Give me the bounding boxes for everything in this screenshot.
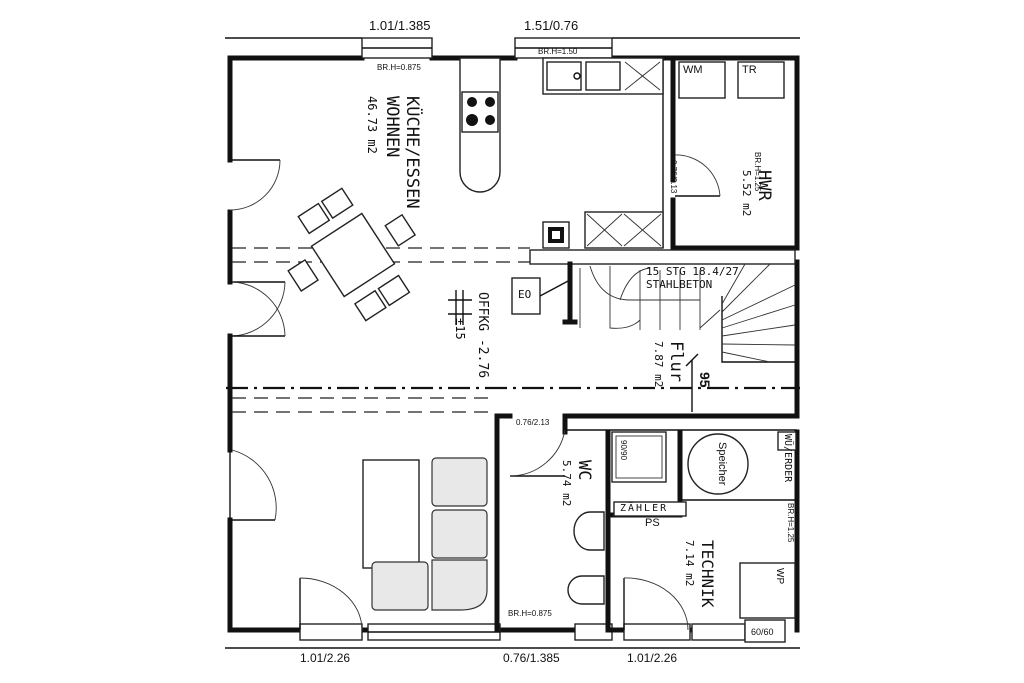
- room-kitchen-area: 46.73 m2: [365, 96, 379, 154]
- floor-level-marker: [448, 290, 472, 325]
- room-wc-name: WC: [574, 460, 594, 481]
- room-technik: TECHNIK 7.14 m2: [680, 540, 717, 608]
- sill-living-top: BR.H=0.875: [377, 63, 421, 72]
- room-technik-area: 7.14 m2: [683, 540, 696, 587]
- reference-lines: [226, 247, 800, 413]
- sill-wc-bottom: BR.H=0.875: [508, 609, 552, 618]
- dryer-label: TR: [742, 64, 757, 76]
- sill-technik-right: BR.H=1.25: [786, 503, 795, 543]
- dim-bottom-window-left: 1.01/2.26: [300, 651, 351, 665]
- room-kitchen-name-2: WOHNEN: [382, 96, 402, 158]
- room-flur: Flur 7.87 m2: [649, 341, 686, 388]
- hwr-appliances: [678, 61, 785, 99]
- storage-tank-label: Speicher: [716, 442, 728, 486]
- stairs-label-1: 15 STG 18.4/27: [646, 265, 739, 278]
- dim-bottom-window-middle: 0.76/1.385: [503, 651, 560, 665]
- floor-level-label: OFFKG -2.76: [475, 292, 490, 379]
- door-swings: [229, 154, 721, 631]
- wc-fixtures: [567, 431, 687, 605]
- room-wc: WC 5.74 m2: [557, 460, 594, 507]
- dining-set: [287, 187, 417, 322]
- room-hwr-area: 5.52 m2: [740, 170, 753, 217]
- room-kitchen-name-1: KÜCHE/ESSEN: [402, 96, 422, 209]
- room-wc-area: 5.74 m2: [560, 460, 573, 507]
- floor-marker-label: ±15: [453, 318, 467, 340]
- room-technik-name: TECHNIK: [698, 540, 717, 608]
- ground-probe-label: WÜ/ERDER: [782, 434, 793, 483]
- stove-label: EO: [518, 288, 532, 301]
- meter-label: ZÄHLER: [620, 503, 669, 514]
- dim-bottom-window-right: 1.01/2.26: [627, 651, 678, 665]
- stove-box: [511, 277, 571, 315]
- ps-label: PS: [645, 517, 660, 529]
- stair-dim-label: 95: [697, 372, 713, 388]
- stairs-label: 15 STG 18.4/27 STAHLBETON: [646, 265, 739, 291]
- stairs-label-2: STAHLBETON: [646, 278, 713, 291]
- room-kitchen: KÜCHE/ESSEN WOHNEN 46.73 m2: [362, 96, 422, 209]
- room-hwr-name: HWR: [754, 170, 774, 201]
- dim-top-window-left: 1.01/1.385: [369, 18, 431, 33]
- shower-label: 90/90: [619, 440, 628, 461]
- kitchen-island: [459, 57, 501, 193]
- heat-pump-label: WP: [774, 568, 785, 585]
- room-flur-area: 7.87 m2: [652, 341, 665, 388]
- room-hwr: HWR 5.52 m2: [737, 170, 774, 217]
- kitchen-counter: [542, 57, 664, 249]
- room-flur-name: Flur: [666, 341, 686, 382]
- windows: [299, 37, 786, 643]
- chimney: [542, 221, 570, 249]
- dim-top-window-right: 1.51/0.76: [524, 18, 579, 33]
- staircase: [579, 263, 796, 363]
- washer-label: WM: [683, 64, 703, 76]
- door-hwr-label: 0.76/2.13: [669, 160, 678, 194]
- shaft-label: 60/60: [751, 627, 774, 637]
- technik-equipment: [687, 431, 797, 619]
- sofa: [362, 457, 488, 611]
- sill-kitchen-top: BR.H=1.50: [538, 47, 578, 56]
- door-wc-label: 0.76/2.13: [516, 418, 550, 427]
